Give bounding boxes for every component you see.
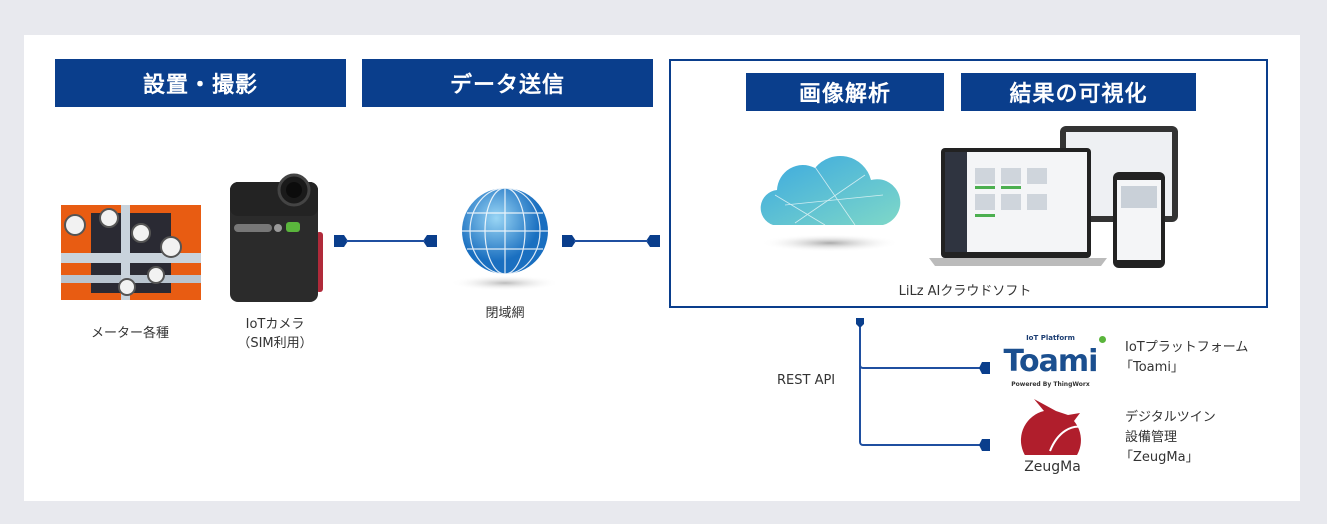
cloud-soft-label: LiLz AIクラウドソフト <box>898 284 1032 299</box>
toami-dot-icon <box>1099 336 1106 343</box>
devices-image <box>929 126 1178 268</box>
toami-desc-line1: IoTプラットフォーム <box>1125 340 1249 355</box>
zeugma-logo-icon <box>1020 399 1083 455</box>
connector-lines <box>334 235 660 247</box>
meters-label: メーター各種 <box>90 326 169 341</box>
toami-logo-main: Toami <box>1003 344 1099 379</box>
header-visualize: 結果の可視化 <box>961 73 1196 111</box>
rest-api-lines <box>856 318 990 451</box>
network-label: 閉域網 <box>485 306 525 321</box>
camera-label-line2: （SIM利用） <box>237 336 313 351</box>
zeugma-desc-line1: デジタルツイン <box>1125 410 1216 425</box>
header-transmit: データ送信 <box>362 59 653 107</box>
zeugma-logo-text: ZeugMa <box>1024 459 1081 475</box>
toami-logo-top: IoT Platform <box>1026 334 1075 342</box>
header-install: 設置・撮影 <box>55 59 346 107</box>
zeugma-desc-line3: 「ZeugMa」 <box>1120 450 1199 465</box>
cloud-icon <box>760 155 901 252</box>
iot-camera-image <box>230 173 323 302</box>
meters-image <box>61 205 201 300</box>
header-analysis: 画像解析 <box>746 73 944 111</box>
toami-desc-line2: 「Toami」 <box>1120 360 1184 375</box>
rest-api-label: REST API <box>777 373 836 388</box>
cloud-box <box>669 59 1268 308</box>
camera-label-line1: IoTカメラ <box>245 317 305 332</box>
zeugma-desc-line2: 設備管理 <box>1125 430 1178 445</box>
globe-icon <box>450 187 560 291</box>
toami-logo: IoT Platform Toami Powered By ThingWorx <box>993 334 1108 390</box>
toami-logo-sub: Powered By ThingWorx <box>1011 381 1090 388</box>
